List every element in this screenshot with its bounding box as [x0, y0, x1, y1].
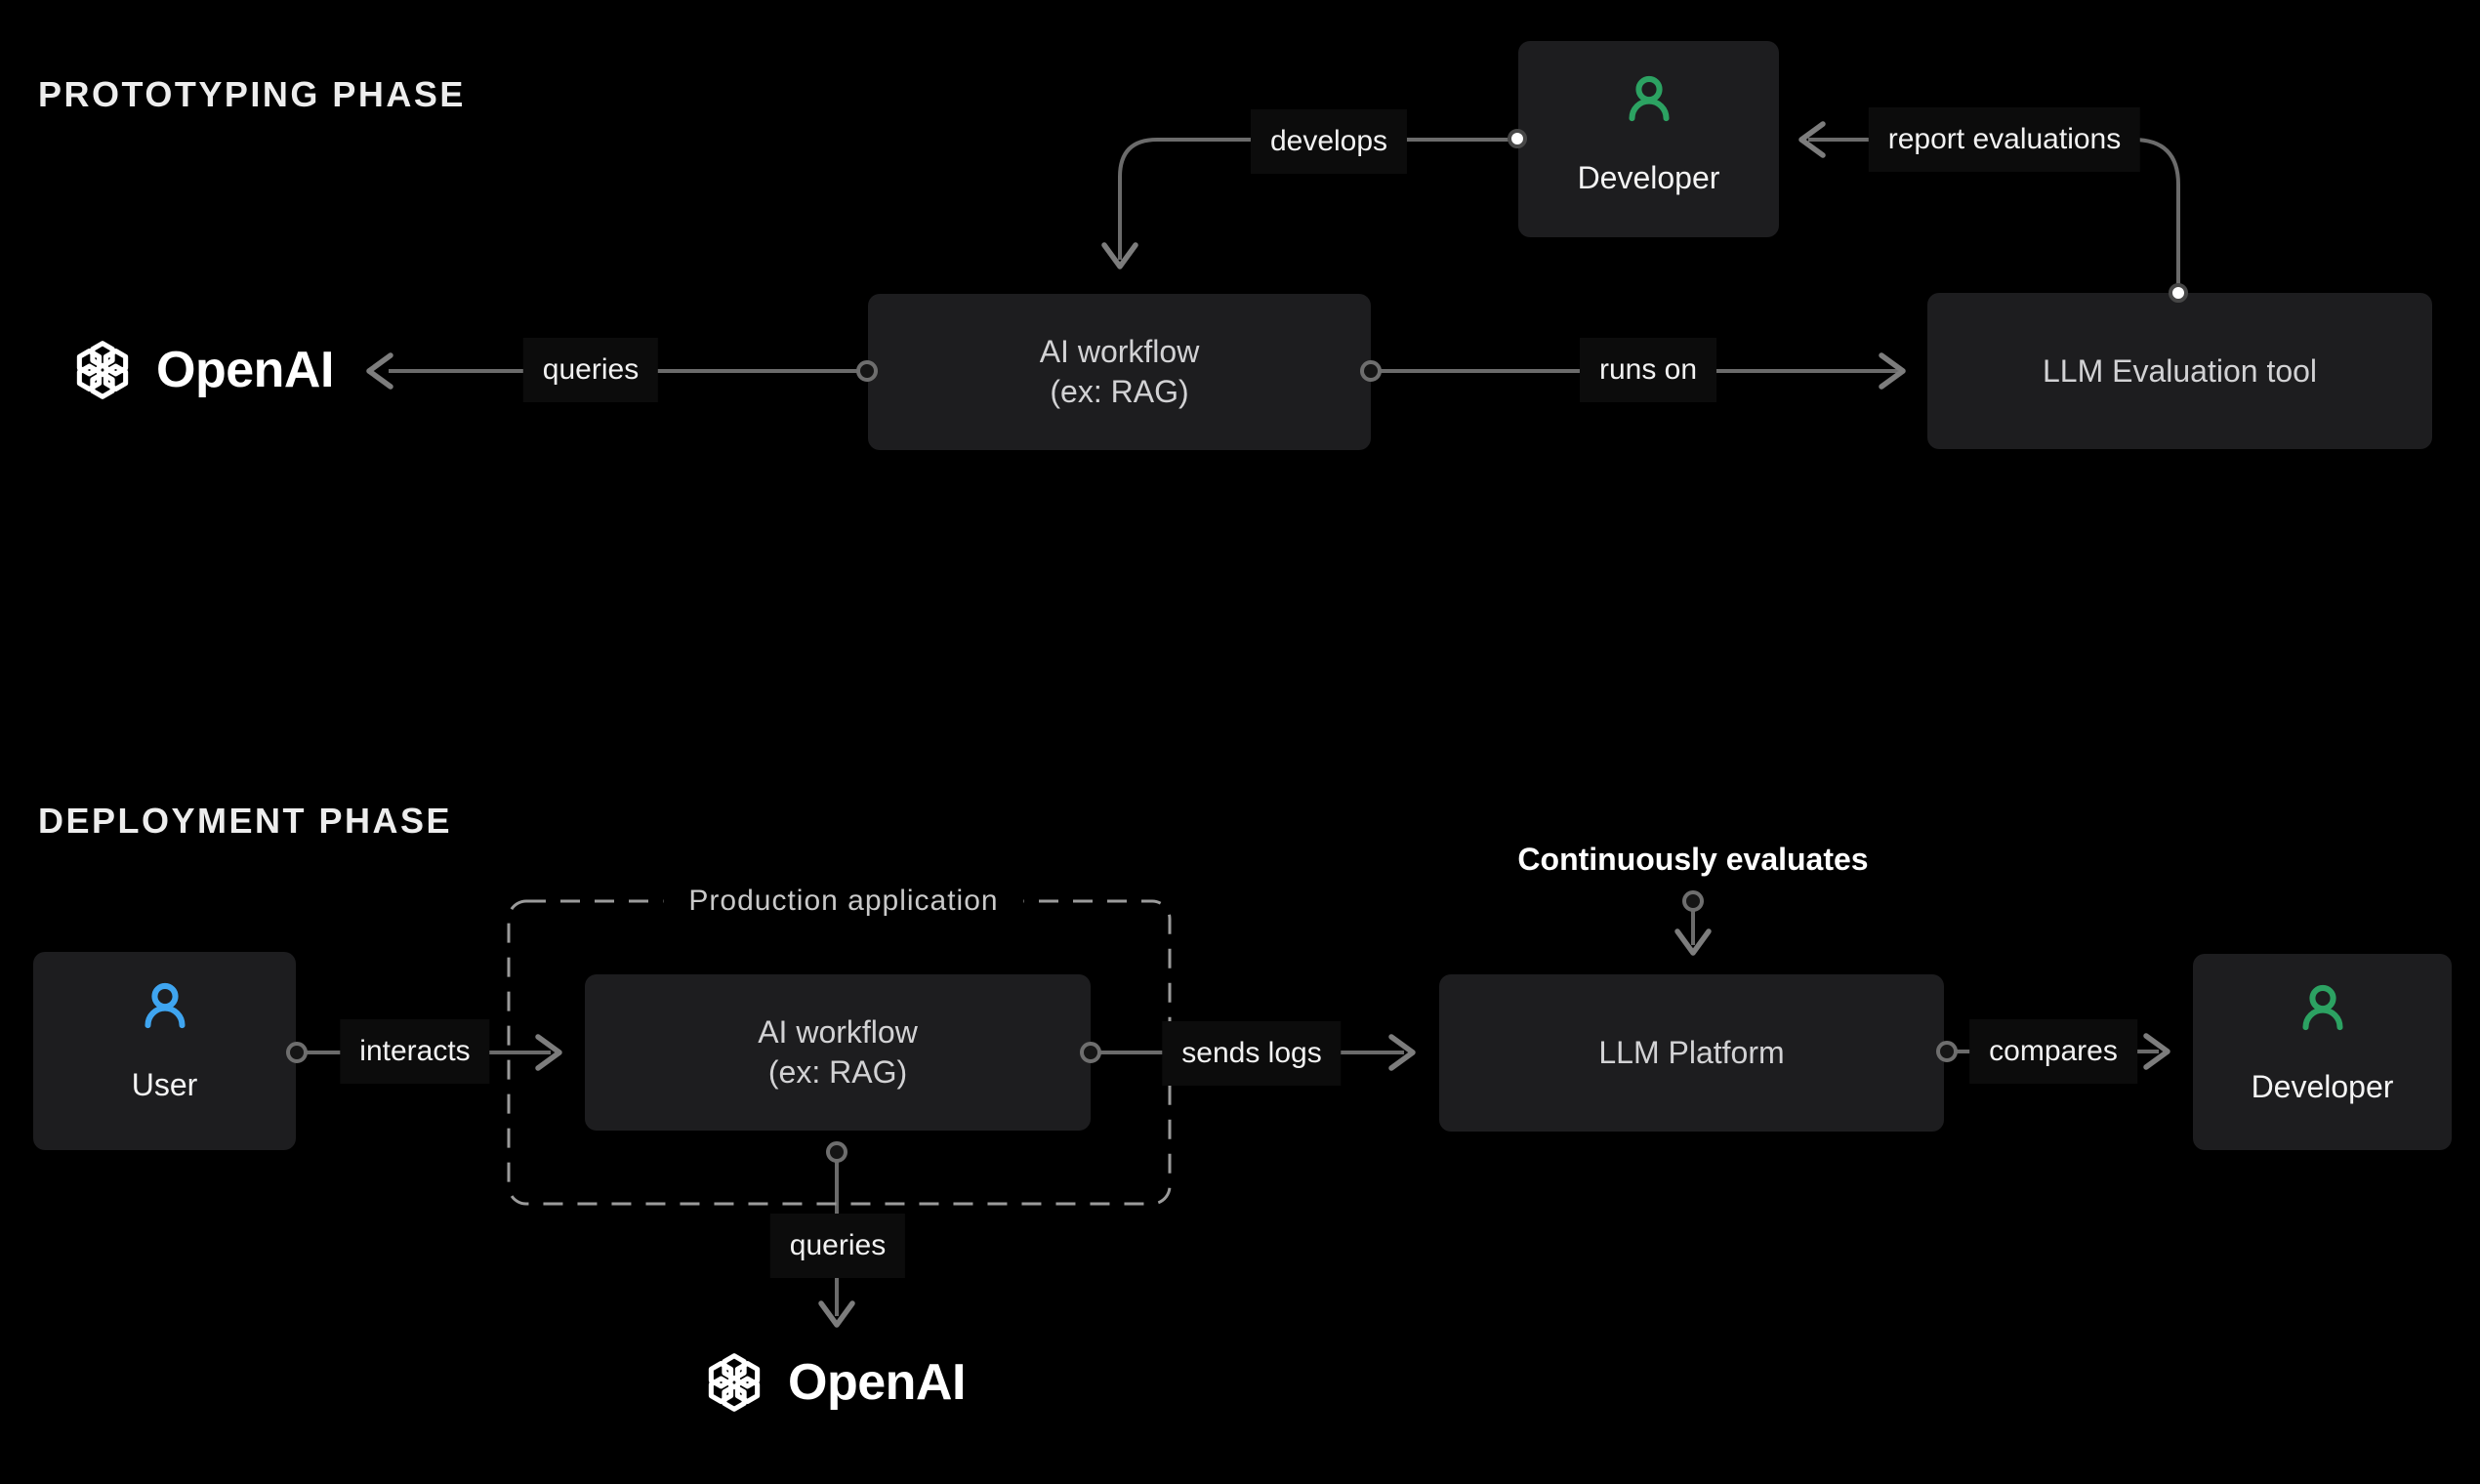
edge-label-queries-prototyping: queries [522, 338, 659, 402]
connector-dot [286, 1042, 308, 1063]
edge-label-queries-deployment: queries [769, 1214, 906, 1278]
prototyping-phase-title: PROTOTYPING PHASE [38, 74, 466, 114]
node-label: LLM Evaluation tool [2042, 352, 2318, 389]
arrowhead-left-to-developer [1798, 121, 1826, 158]
openai-knot-icon [708, 1353, 761, 1412]
node-label: User [131, 1067, 198, 1102]
node-label: Developer [1577, 160, 1720, 195]
arrowhead-right-interacts [535, 1034, 562, 1071]
connector-dot [1682, 890, 1704, 912]
deployment-phase-title: DEPLOYMENT PHASE [38, 801, 453, 841]
node-llm-evaluation-tool: LLM Evaluation tool [1927, 293, 2432, 449]
continuously-evaluates-annotation: Continuously evaluates [1517, 842, 1869, 877]
edge-develops-line [1118, 138, 1515, 260]
connector-dot [2169, 283, 2188, 303]
node-ai-workflow-prototyping: AI workflow (ex: RAG) [868, 294, 1371, 450]
arrowhead-down-to-llm-platform [1674, 928, 1712, 956]
arrowhead-down-to-ai-workflow [1101, 242, 1138, 269]
node-label: LLM Platform [1598, 1035, 1785, 1071]
connector-dot [1360, 360, 1382, 382]
person-icon [1628, 75, 1670, 122]
node-developer-deployment: Developer [2193, 954, 2452, 1150]
edge-label-interacts: interacts [340, 1019, 490, 1084]
edge-label-develops: develops [1250, 109, 1408, 174]
arrowhead-right-sends-logs [1388, 1034, 1416, 1071]
arrowhead-right-compares [2143, 1033, 2170, 1070]
node-developer-prototyping: Developer [1518, 41, 1779, 237]
connector-dot [1508, 129, 1527, 148]
edge-label-compares: compares [1969, 1019, 2137, 1084]
openai-knot-icon [76, 341, 129, 399]
node-label: Developer [2251, 1069, 2394, 1104]
node-user: User [33, 952, 296, 1150]
node-ai-workflow-deployment: AI workflow (ex: RAG) [585, 974, 1091, 1131]
arrowhead-down-to-openai [818, 1300, 855, 1328]
node-title: AI workflow [758, 1014, 918, 1051]
node-title: AI workflow [1039, 334, 1200, 370]
connector-dot [856, 360, 878, 382]
connector-dot [826, 1141, 847, 1163]
openai-wordmark: OpenAI [788, 1354, 966, 1411]
edge-label-runs-on: runs on [1579, 338, 1717, 402]
arrowhead-left-to-openai [366, 352, 393, 390]
connector-dot [1936, 1041, 1958, 1062]
openai-logo-deployment: OpenAI [696, 1344, 966, 1421]
edge-label-report-evaluations: report evaluations [1868, 107, 2141, 172]
person-icon [144, 982, 186, 1029]
openai-wordmark: OpenAI [156, 342, 334, 398]
node-subtitle: (ex: RAG) [767, 1054, 908, 1090]
production-application-label: Production application [663, 879, 1024, 924]
edge-label-sends-logs: sends logs [1162, 1021, 1342, 1086]
openai-logo-prototyping: OpenAI [64, 332, 334, 408]
person-icon [2301, 984, 2343, 1031]
node-subtitle: (ex: RAG) [1050, 374, 1189, 409]
node-llm-platform: LLM Platform [1439, 974, 1944, 1132]
arrowhead-right-to-llm-eval [1879, 352, 1906, 390]
connector-dot [1080, 1042, 1101, 1063]
